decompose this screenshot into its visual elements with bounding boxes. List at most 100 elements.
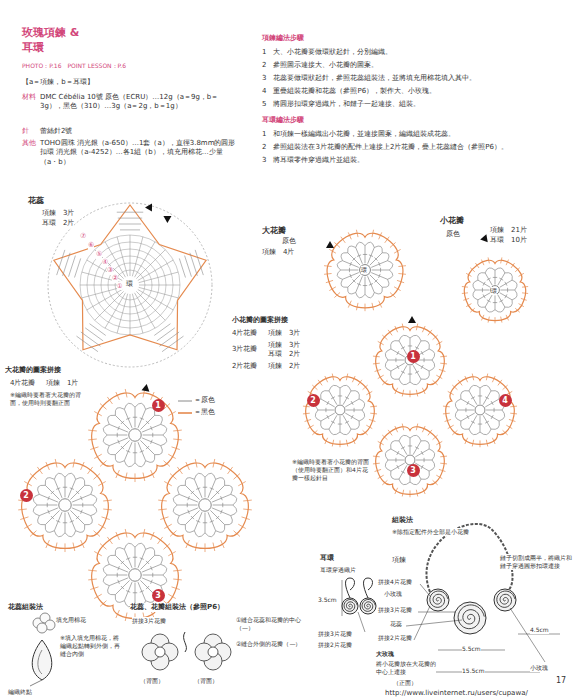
label-text: 3 將耳環零件穿過織片並組裝。 xyxy=(262,156,562,165)
rose-motif xyxy=(360,598,376,614)
start-arrow xyxy=(408,316,416,323)
label-text: ⑦ xyxy=(80,232,86,241)
label-text: 組裝法 xyxy=(392,516,413,525)
petal-chart xyxy=(88,389,182,482)
label-text: 1 大、小花瓣要做環狀起針，分別編織。 xyxy=(262,48,562,57)
label-text: 項鍊 4片 xyxy=(262,248,294,257)
start-arrow xyxy=(326,241,334,248)
core-assembly xyxy=(30,613,55,686)
label-text: 拼接2片花瓣 xyxy=(378,634,412,642)
petal-chart xyxy=(18,459,112,552)
label-text: 針 xyxy=(22,127,29,136)
label-text: 拼接3片花瓣 xyxy=(378,606,412,614)
label-text: 項鍊 xyxy=(392,556,406,565)
label-text: 大花瓣 xyxy=(262,226,286,237)
legend-text: ＝黑色 xyxy=(194,408,215,417)
label-text: 17 xyxy=(556,676,566,687)
callout-number-text: 4 xyxy=(502,394,508,407)
label-text: 環 xyxy=(491,287,497,295)
petal-chart xyxy=(303,374,377,448)
label-text: 項鍊 3片 xyxy=(268,329,300,338)
legend-line xyxy=(178,412,192,414)
leader-line xyxy=(414,606,430,640)
callout-number-text: 1 xyxy=(155,399,161,412)
label-text: 環 xyxy=(361,266,367,274)
label-text: 鏈子切割成兩半，將織片和鏈子穿過圓形扣環連接 xyxy=(500,554,574,570)
legend-text: ＝原色 xyxy=(194,396,215,405)
label-text: ※填入填充用棉花，將編織起點轉到外側，再縫合內側 xyxy=(60,634,124,658)
petal-chart xyxy=(324,230,406,311)
start-arrow xyxy=(145,202,155,212)
label-text: ①縫合花蕊和花瓣的中心（—） xyxy=(236,616,314,632)
label-text: PHOTO：P.16 POINT LESSON：P.6 xyxy=(22,62,126,70)
label-text: （背面） xyxy=(194,677,218,685)
label-text: 拼接3片花瓣 xyxy=(318,630,352,638)
label-text: 編織終點 xyxy=(8,688,32,696)
label-text: 拼接4片花瓣 xyxy=(378,578,412,586)
label-text: 材料 xyxy=(22,93,36,102)
label-text: 2 參照組裝法在3片花瓣的配件上連接上2片花瓣，疊上花蕊縫合（參照P6）。 xyxy=(262,143,562,152)
callout-number: 1 xyxy=(407,350,420,363)
label-text: 5.5cm xyxy=(462,645,481,653)
callout-number-text: 3 xyxy=(410,464,416,477)
label-text: http://www.liveinternet.ru/users/cupawa/ xyxy=(385,689,528,698)
rose-motif xyxy=(454,602,486,634)
label-text: 大花瓣的圖案拼接 xyxy=(5,366,61,375)
label-text: 環 xyxy=(126,280,133,289)
label-text: 4片花瓣 xyxy=(10,379,35,388)
petal-chart xyxy=(462,257,528,323)
label-text: ※編織時要看著小花瓣的背面（使用時要翻正面）和4片花瓣一樣起針目 xyxy=(292,458,370,482)
petal-chart xyxy=(373,324,447,398)
label-text: 花蕊 xyxy=(390,620,402,628)
leader-line xyxy=(420,584,430,596)
callout-number: 2 xyxy=(20,489,33,502)
leader-line xyxy=(510,608,545,662)
label-text: ※編織時要看著大花瓣的背面，使用時則要翻正面 xyxy=(10,391,88,407)
label-text: 5 將圓形扣環穿過織片，和鏈子一起連接、組裝。 xyxy=(262,100,562,109)
label-text: 2 參照圖示連接大、小花瓣的圖案。 xyxy=(262,61,562,70)
legend-line xyxy=(178,401,192,402)
clover-petal xyxy=(195,634,231,670)
label-text: 耳環 xyxy=(320,554,334,563)
rose-motif xyxy=(494,589,516,611)
label-text: 項鍊 2片 xyxy=(268,362,300,371)
label-text: 大玫瑰 xyxy=(376,650,394,658)
label-text: 蕾絲針2號 xyxy=(40,127,72,136)
rose-bud xyxy=(184,632,187,652)
label-text: 小玫瑰 xyxy=(530,664,548,672)
label-text: 3.5cm xyxy=(318,596,337,604)
callout-number-text: 1 xyxy=(410,350,416,363)
start-arrow xyxy=(163,213,173,223)
label-text: 原色 xyxy=(282,237,296,246)
label-text: （正面） xyxy=(393,679,417,687)
start-arrow xyxy=(142,383,151,391)
callout-number: 1 xyxy=(152,399,165,412)
label-text: 小花瓣 xyxy=(440,216,464,227)
label-text: ① xyxy=(117,282,122,290)
callout-number: 2 xyxy=(307,394,320,407)
label-text: 花蕊 xyxy=(28,196,44,207)
label-text: ⑥ xyxy=(88,241,94,250)
label-text: 其他 xyxy=(22,139,36,148)
label-text: ※除指定配件外全部是小花瓣 xyxy=(392,528,484,536)
clover-petal xyxy=(142,634,178,670)
leader-line xyxy=(418,612,456,613)
callout-number-text: 2 xyxy=(23,489,29,502)
title: 玫瑰項鍊 & 耳環 xyxy=(22,26,84,56)
label-text: 項鍊 1片 xyxy=(46,379,78,388)
rose-motif xyxy=(342,598,358,614)
label-text: 拼接2片花瓣 xyxy=(318,641,352,649)
label-text: （背面） xyxy=(140,677,164,685)
label-text: 4片花瓣 xyxy=(232,329,257,338)
callout-number-text: 3 xyxy=(155,589,161,602)
label-text: 3 花蕊要做環狀起針，參照花蕊組裝法，並將填充用棉花填入其中。 xyxy=(262,74,562,83)
label-text: 1 和項鍊一樣編織出小花瓣，並連接圖案，編織組裝成花蕊。 xyxy=(262,130,562,139)
label-text: 【a＝項鍊，b＝耳環】 xyxy=(22,78,94,87)
label-text: 將小花瓣放在大花瓣的中心上連接 xyxy=(376,660,436,676)
label-text: DMC Cébélia 10號 原色（ECRU）…12g（a＝9g，b＝3g），… xyxy=(40,93,240,112)
label-text: 花蕊組裝法 xyxy=(8,603,43,612)
label-text: 15.5cm xyxy=(462,667,485,675)
label-text: 填充用棉花 xyxy=(56,616,86,624)
petal-chart xyxy=(158,459,252,552)
callout-number-text: 2 xyxy=(310,394,316,407)
